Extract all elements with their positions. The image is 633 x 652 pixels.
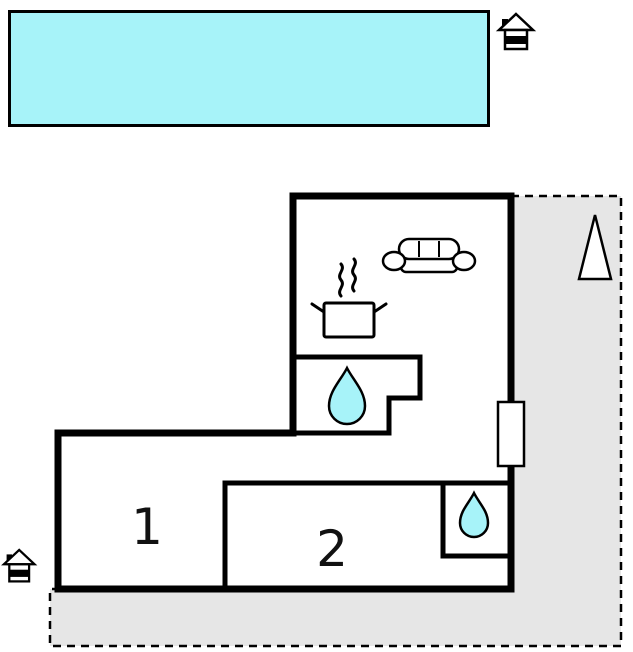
water-drop-icon	[327, 365, 367, 426]
steaming-pot-icon	[310, 257, 388, 339]
door	[496, 400, 526, 468]
pool	[8, 10, 490, 127]
bathroom-wall	[290, 354, 423, 436]
room-1-label: 1	[131, 498, 163, 556]
house-icon	[2, 548, 36, 583]
sofa-icon	[381, 237, 477, 274]
room-divider-wall	[222, 480, 513, 591]
water-drop-icon	[458, 490, 490, 539]
house-icon	[497, 12, 535, 51]
room-2-label: 2	[316, 520, 348, 578]
shower-wall	[440, 483, 513, 559]
terrace-plot	[48, 194, 623, 648]
north-arrow-icon	[577, 214, 613, 281]
